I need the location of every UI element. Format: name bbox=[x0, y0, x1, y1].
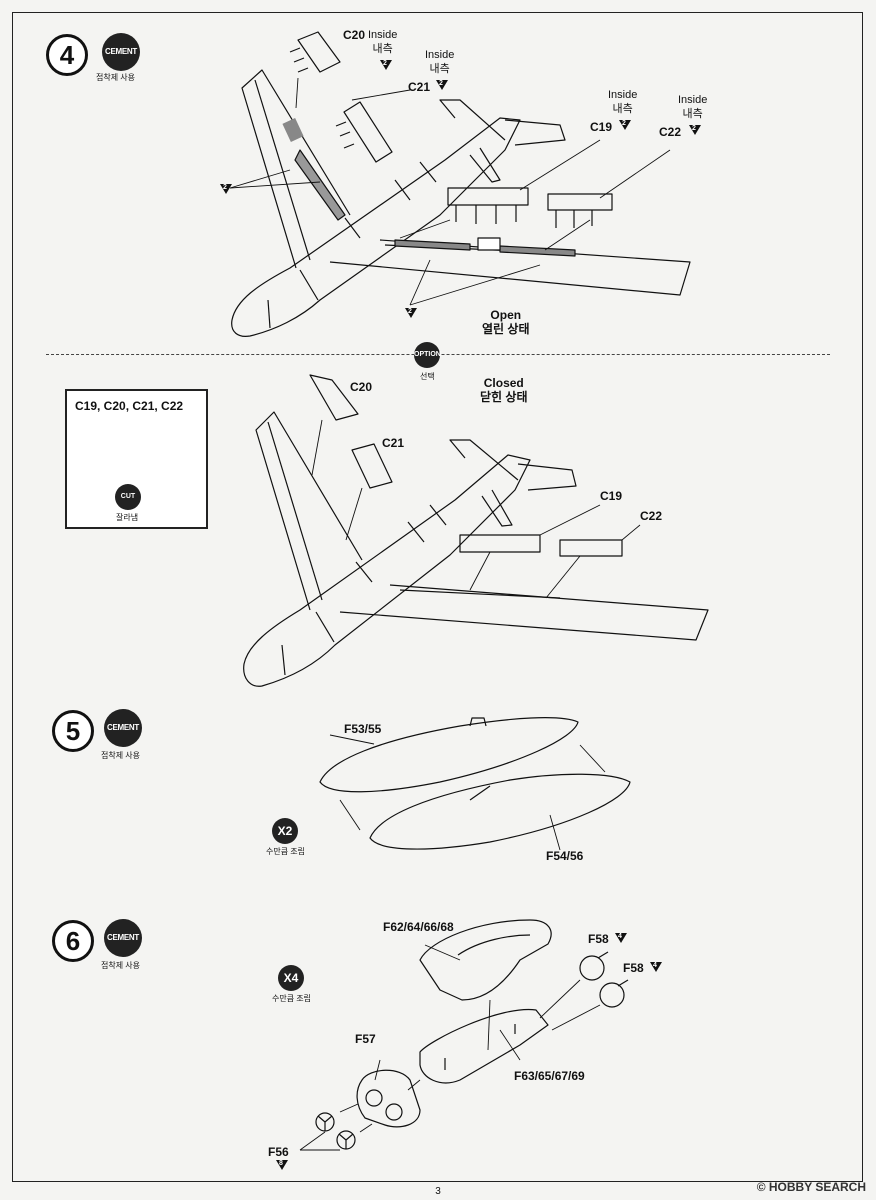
ref-triangle: 2 bbox=[436, 80, 448, 90]
step-number-5: 5 bbox=[52, 710, 94, 752]
part-label-f57: F57 bbox=[355, 1032, 376, 1046]
cement-icon: CEMENT bbox=[102, 33, 140, 71]
aircraft-open-drawing bbox=[229, 31, 691, 337]
ref-triangle: 2 bbox=[380, 60, 392, 70]
quantity-x4-icon: X4 bbox=[278, 965, 304, 991]
part-label-c21-closed: C21 bbox=[382, 436, 405, 450]
ref-triangle: 2 bbox=[689, 125, 701, 135]
cut-caption: 잘라냄 bbox=[116, 513, 139, 522]
option-caption: 선택 bbox=[420, 372, 435, 381]
part-label-f58-a: F58 bbox=[588, 932, 609, 946]
ref-triangle: 2 bbox=[619, 120, 631, 130]
quantity-caption: 수만큼 조립 bbox=[266, 847, 306, 856]
cement-icon: CEMENT bbox=[104, 709, 142, 747]
ref-triangle: 2 bbox=[220, 184, 232, 194]
part-label-c22: C22 bbox=[659, 125, 682, 139]
quantity-caption: 수만큼 조립 bbox=[272, 994, 312, 1003]
ref-triangle: 8 bbox=[276, 1160, 288, 1170]
cut-detail-inset: C19, C20, C21, C22 bbox=[65, 389, 208, 529]
nacelle-halves-drawing bbox=[319, 717, 631, 851]
page-number: 3 bbox=[435, 1186, 441, 1197]
part-label-c21: C21 bbox=[408, 80, 431, 94]
part-label-f54-56: F54/56 bbox=[546, 849, 584, 863]
cement-caption: 접착제 사용 bbox=[96, 73, 136, 82]
ref-triangle: 4 bbox=[615, 933, 627, 943]
part-label-c22-closed: C22 bbox=[640, 509, 663, 523]
cement-caption: 접착제 사용 bbox=[101, 751, 141, 760]
part-label-f62-68: F62/64/66/68 bbox=[383, 920, 454, 934]
cement-caption: 접착제 사용 bbox=[101, 961, 141, 970]
part-label-f63-69: F63/65/67/69 bbox=[514, 1069, 585, 1083]
step-number-4: 4 bbox=[46, 34, 88, 76]
cement-icon: CEMENT bbox=[104, 919, 142, 957]
part-label-f58-b: F58 bbox=[623, 961, 644, 975]
quantity-x2-icon: X2 bbox=[272, 818, 298, 844]
ref-triangle: 4 bbox=[650, 962, 662, 972]
part-label-c20: C20 bbox=[343, 28, 366, 42]
page-frame bbox=[12, 12, 863, 1182]
part-label-c19: C19 bbox=[590, 120, 613, 134]
part-label-f56: F56 bbox=[268, 1145, 289, 1159]
option-icon: OPTION bbox=[414, 342, 441, 368]
watermark: © HOBBY SEARCH bbox=[756, 1180, 866, 1194]
inset-title: C19, C20, C21, C22 bbox=[75, 399, 184, 413]
part-label-c20-closed: C20 bbox=[350, 380, 373, 394]
part-label-c19-closed: C19 bbox=[600, 489, 623, 503]
ref-triangle: 2 bbox=[405, 308, 417, 318]
aircraft-closed-drawing bbox=[243, 374, 709, 687]
engine-assembly-drawing bbox=[299, 919, 629, 1151]
cut-icon: CUT bbox=[115, 484, 141, 510]
part-label-f53-55: F53/55 bbox=[344, 722, 382, 736]
step-number-6: 6 bbox=[52, 920, 94, 962]
